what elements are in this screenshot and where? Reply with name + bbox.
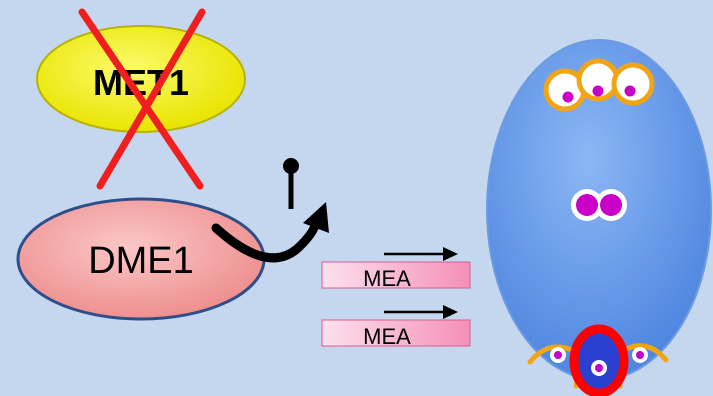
polar-nuclei (571, 189, 627, 221)
mea-gene-bottom: MEA (321, 305, 471, 349)
dme1-label: DME1 (88, 240, 194, 282)
activation-arrow (211, 202, 329, 263)
inhibition-icon (283, 158, 299, 209)
antipodal-nuclei (562, 85, 636, 103)
antipodal-cells (543, 58, 655, 112)
egg-cell (569, 324, 629, 396)
met1-node: MET1 (36, 8, 246, 190)
mea-box-bottom (321, 319, 471, 347)
embryo-sac (486, 39, 712, 396)
mea-gene-top: MEA (321, 247, 471, 291)
met1-ellipse (36, 25, 246, 133)
dme1-node: DME1 (16, 197, 266, 321)
mea-box-top (321, 261, 471, 289)
mea-label-top: MEA (363, 266, 411, 291)
cross-icon (78, 8, 206, 190)
mea-label-bottom: MEA (363, 324, 411, 349)
synergid-nuclei (550, 347, 648, 363)
